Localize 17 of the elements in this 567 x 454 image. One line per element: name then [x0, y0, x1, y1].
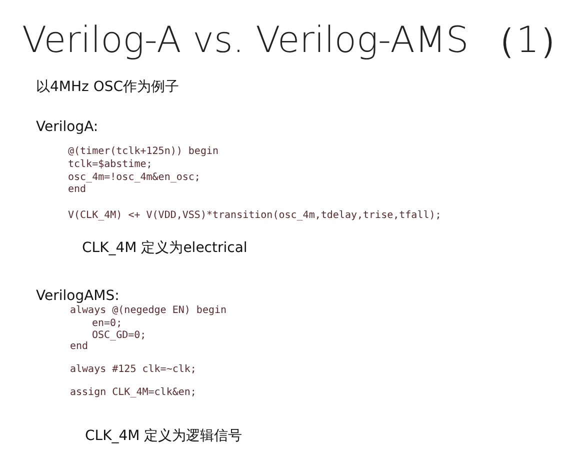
code-line: V(CLK_4M) <+ V(VDD,VSS)*transition(osc_4m,tdelay,trise,tfall); [68, 210, 442, 222]
code-line: end [70, 341, 88, 352]
code-line: en=0; [92, 318, 122, 330]
note-text: CLK_4M 定义为electrical [82, 240, 248, 256]
section-heading: VerilogAMS: [36, 288, 120, 304]
code-line: tclk=$abstime; [68, 159, 152, 170]
code-line: always #125 clk=~clk; [70, 364, 196, 376]
note-text: CLK_4M 定义为逻辑信号 [85, 428, 242, 444]
code-line: @(timer(tclk+125n)) begin [68, 146, 219, 158]
code-line: end [68, 184, 86, 196]
intro-text: 以4MHz OSC作为例子 [36, 79, 179, 96]
slide-title: Verilog-A vs. Verilog-AMS （1） [22, 20, 567, 62]
code-line: osc_4m=!osc_4m&en_osc; [68, 172, 200, 184]
code-line: OSC_GD=0; [92, 330, 146, 342]
code-line: assign CLK_4M=clk&en; [70, 387, 196, 398]
code-line: always @(negedge EN) begin [70, 305, 227, 316]
section-heading: VerilogA: [36, 119, 98, 136]
